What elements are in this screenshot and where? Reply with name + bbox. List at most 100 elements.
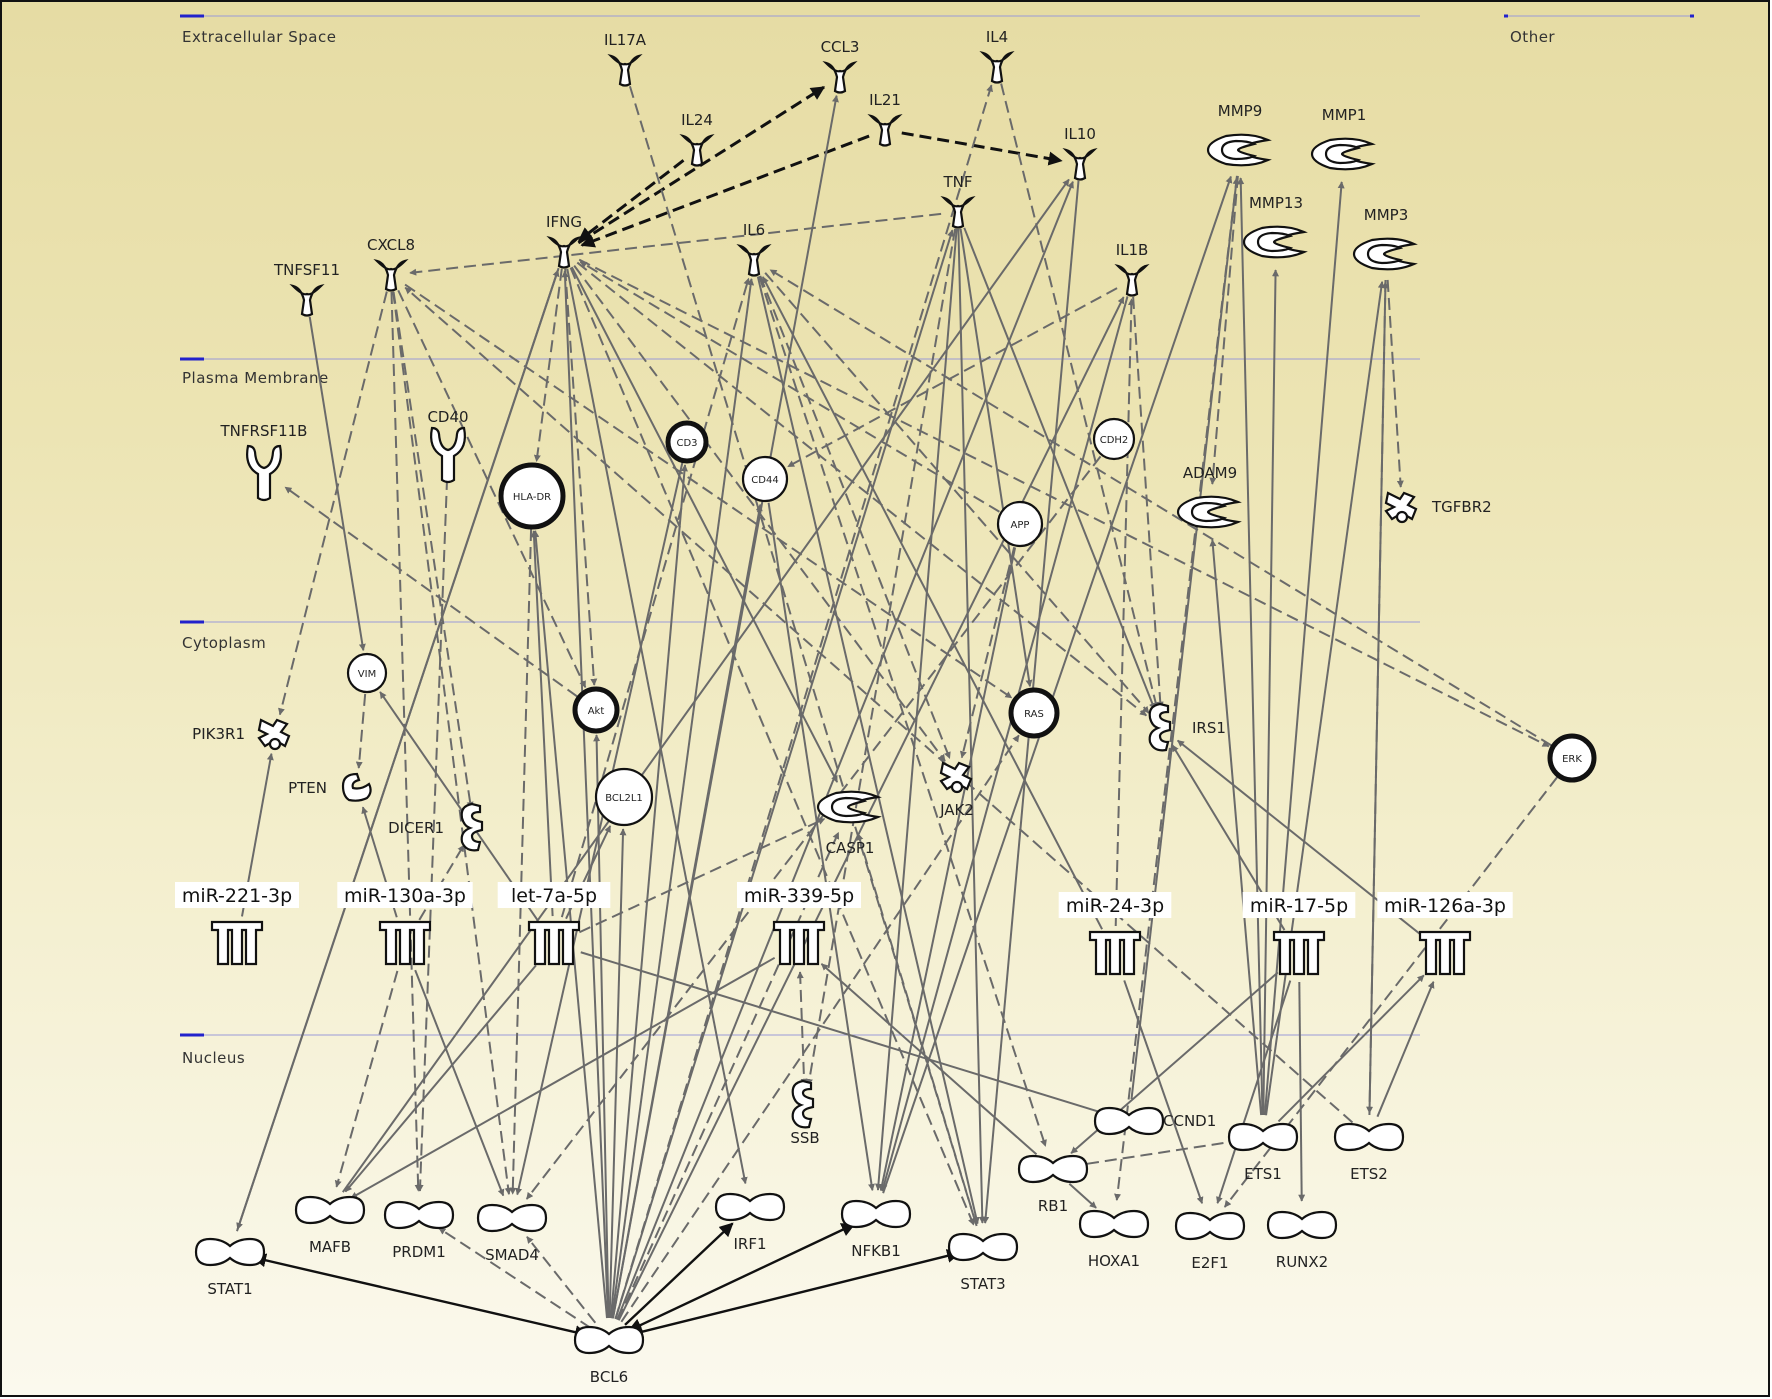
edge-mir-130a-3p-to-smad4 [414, 969, 505, 1197]
peptidase-icon [1310, 137, 1376, 171]
node-mir-130a-3p[interactable]: miR-130a-3p [337, 882, 473, 966]
node-mir-24-3p[interactable]: miR-24-3p [1058, 892, 1172, 976]
edge-ets1-to-rb1 [1076, 1139, 1242, 1168]
node-runx2[interactable]: RUNX2 [1266, 1210, 1338, 1271]
tf-icon [714, 1192, 786, 1222]
node-hoxa1[interactable]: HOXA1 [1078, 1209, 1150, 1270]
node-tnfrsf11b[interactable]: TNFRSF11B [220, 422, 308, 502]
node-cd40[interactable]: CD40 [427, 408, 469, 484]
node-pik3r1[interactable]: PIK3R1 [192, 718, 291, 751]
node-mmp13[interactable]: MMP13 [1242, 194, 1308, 259]
node-erk[interactable]: ERK [1547, 733, 1597, 783]
edge-erk-to-il6 [769, 269, 1553, 747]
node-label: miR-17-5p [1250, 895, 1348, 917]
node-mir-339-5p[interactable]: miR-339-5p [737, 882, 861, 966]
node-label: PTEN [288, 779, 327, 797]
node-mmp9[interactable]: MMP9 [1206, 102, 1272, 167]
node-ets2[interactable]: ETS2 [1333, 1122, 1405, 1183]
enzyme-icon [1148, 702, 1172, 752]
node-label: IL4 [986, 28, 1008, 46]
node-ifng[interactable]: IFNG [546, 213, 582, 269]
node-rb1[interactable]: RB1 [1017, 1154, 1089, 1215]
node-mir-221-3p[interactable]: miR-221-3p [175, 882, 299, 966]
node-cxcl8[interactable]: CXCL8 [367, 236, 415, 292]
tf-icon [1078, 1209, 1150, 1239]
node-nfkb1[interactable]: NFKB1 [840, 1199, 912, 1260]
peptidase-icon [816, 790, 882, 824]
node-label: IL24 [681, 111, 713, 129]
node-tnf[interactable]: TNF [940, 173, 976, 229]
cytokine-icon [867, 113, 903, 147]
node-casp1[interactable]: CASP1 [816, 790, 882, 857]
node-cd44[interactable]: CD44 [741, 455, 789, 503]
compartment-lines [180, 14, 1694, 1037]
node-mir-126a-3p[interactable]: miR-126a-3p [1377, 892, 1513, 976]
complex-icon [498, 462, 566, 530]
node-dicer1[interactable]: DICER1 [388, 802, 484, 852]
node-bcl6[interactable]: BCL6 [573, 1325, 645, 1386]
node-mir-17-5p[interactable]: miR-17-5p [1242, 892, 1356, 976]
node-il24[interactable]: IL24 [679, 111, 715, 167]
node-hla-dr[interactable]: HLA-DR [498, 462, 566, 530]
node-smad4[interactable]: SMAD4 [476, 1203, 548, 1264]
node-il10[interactable]: IL10 [1062, 125, 1098, 181]
node-app[interactable]: APP [996, 500, 1044, 548]
node-irs1[interactable]: IRS1 [1148, 702, 1226, 752]
edge-mir-17-5p-to-runx2 [1298, 981, 1306, 1202]
node-jak2[interactable]: JAK2 [939, 761, 974, 819]
node-akt[interactable]: Akt [572, 686, 620, 734]
node-stat1[interactable]: STAT1 [194, 1237, 266, 1298]
edge-tnf-to-nfkb1 [874, 228, 958, 1191]
edge-mmp3-to-tgfbr2 [1386, 279, 1404, 488]
node-stat3[interactable]: STAT3 [947, 1232, 1019, 1293]
node-il6[interactable]: IL6 [736, 221, 772, 277]
node-bcl2l1[interactable]: BCL2L1 [594, 767, 654, 827]
edge-mmp9-to-adam9 [1209, 175, 1239, 485]
node-ccl3[interactable]: CCL3 [821, 38, 860, 94]
node-ssb[interactable]: SSB [790, 1079, 820, 1147]
node-prdm1[interactable]: PRDM1 [383, 1200, 455, 1261]
edge-bcl6-to-prdm1 [438, 1227, 592, 1329]
edge-cxcl8-to-akt [397, 289, 587, 689]
node-irf1[interactable]: IRF1 [714, 1192, 786, 1253]
edge-mir-24-3p-to-il1b [1114, 298, 1135, 927]
node-il1b[interactable]: IL1B [1114, 241, 1150, 297]
node-vim[interactable]: VIM [346, 652, 388, 694]
edge-bcl6-to-smad4 [526, 1236, 597, 1324]
node-ccnd1[interactable]: CCND1 [1093, 1106, 1216, 1136]
edge-ets1-to-adam9 [1209, 539, 1263, 1116]
node-label: IL21 [869, 91, 901, 109]
node-il4[interactable]: IL4 [979, 28, 1015, 84]
cytokine-icon [979, 50, 1015, 84]
node-adam9[interactable]: ADAM9 [1176, 464, 1242, 529]
mirna-icon [527, 920, 581, 966]
compartment-extracellular-label: Extracellular Space [182, 28, 336, 46]
node-mmp1[interactable]: MMP1 [1310, 106, 1376, 171]
edge-ifng-to-jak2 [573, 265, 946, 762]
node-ras[interactable]: RAS [1008, 687, 1060, 739]
node-label: miR-24-3p [1066, 895, 1164, 917]
node-tnfsf11[interactable]: TNFSF11 [273, 261, 340, 317]
node-il21[interactable]: IL21 [867, 91, 903, 147]
node-ets1[interactable]: ETS1 [1227, 1122, 1299, 1183]
edge-bcl6-to-ras [620, 734, 1020, 1323]
mirna-icon [772, 920, 826, 966]
node-label: miR-130a-3p [344, 885, 466, 907]
node-pten[interactable]: PTEN [288, 772, 372, 802]
complex-icon [1008, 687, 1060, 739]
node-label: IL1B [1116, 241, 1149, 259]
compartment-labels: Extracellular Space Other Plasma Membran… [182, 28, 1555, 1067]
node-cdh2[interactable]: CDH2 [1092, 417, 1136, 461]
node-tgfbr2[interactable]: TGFBR2 [1384, 491, 1492, 524]
node-label: IL17A [604, 31, 647, 49]
node-mmp3[interactable]: MMP3 [1352, 206, 1418, 271]
tf-icon [840, 1199, 912, 1229]
node-mafb[interactable]: MAFB [294, 1195, 366, 1256]
node-let-7a-5p[interactable]: let-7a-5p [497, 882, 611, 966]
node-cd3[interactable]: CD3 [665, 420, 709, 464]
node-label: CCND1 [1163, 1112, 1216, 1130]
node-il17a[interactable]: IL17A [604, 31, 647, 87]
node-e2f1[interactable]: E2F1 [1174, 1211, 1246, 1272]
